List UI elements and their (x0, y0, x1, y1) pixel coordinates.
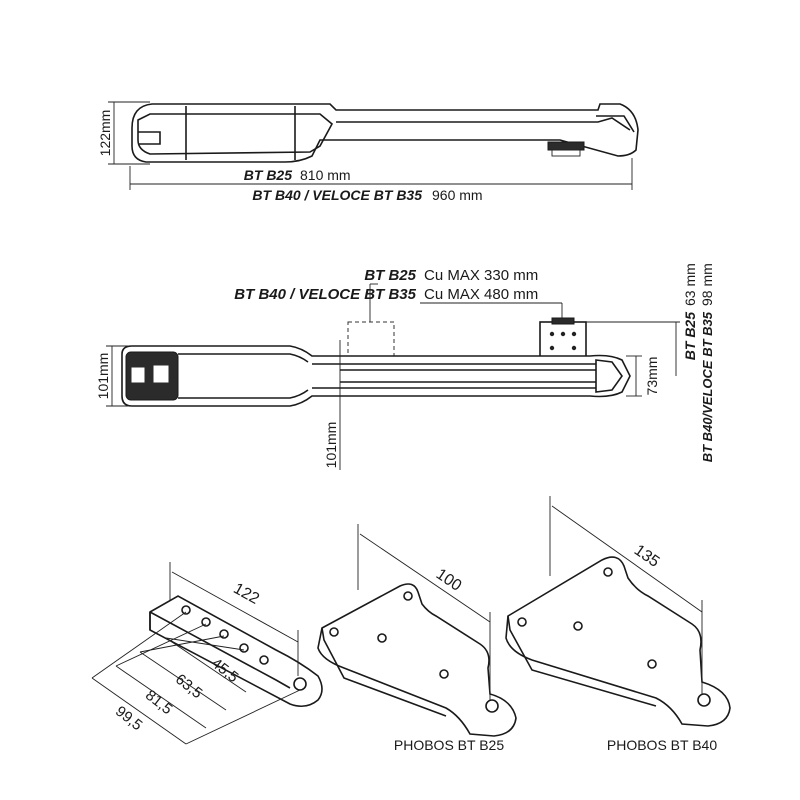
front-bracket-top-edge (149, 611, 291, 689)
rear-b25-hole-1 (329, 627, 339, 637)
top-bracket-solid (539, 321, 587, 359)
front-dim-2-line (115, 665, 207, 729)
front-bracket-length: 122 (230, 580, 262, 608)
front-dim-3-line (139, 651, 227, 711)
front-dim-3: 63,5 (172, 671, 205, 702)
rear-b40-caption: PHOBOS BT B40 (607, 737, 717, 753)
rear-b40-plate (505, 556, 731, 727)
top-view-housing-top (178, 353, 309, 363)
rear-b40-dimension: 135 (631, 542, 663, 571)
front-bracket-hole-3 (219, 629, 229, 639)
side-view-bracket-base (551, 149, 581, 157)
rear-b25-hole-4 (439, 669, 449, 679)
top-view-motor-cap (125, 351, 179, 401)
front-dim-2: 81,5 (142, 687, 175, 718)
top-bracket-hole-4 (549, 345, 555, 351)
side-b25-model: BT B25 (244, 167, 292, 183)
rear-b40-pivot-hole (697, 693, 711, 707)
top-view-housing-bottom (178, 389, 309, 399)
top-view-rod-tip (595, 359, 623, 393)
rear-b40-hole-2 (603, 567, 613, 577)
front-dim-4-line (165, 637, 247, 693)
top-bracket-clamp (551, 317, 575, 325)
front-bracket-plate (149, 595, 323, 708)
front-bracket-hole-1 (181, 605, 191, 615)
top-b25-travel: Cu MAX 330 mm (424, 267, 538, 284)
top-offset-b25-model: BT B25 (682, 312, 698, 360)
rear-bracket-b25: 100 PHOBOS BT B25 (317, 524, 517, 753)
front-bracket-length-line (171, 571, 299, 643)
rear-b40-dim-line (551, 505, 703, 613)
top-offset-b40-value: 98 mm (699, 263, 715, 306)
front-bracket-hole-4 (239, 643, 249, 653)
front-bracket-hole-5 (259, 655, 269, 665)
side-view-bracket (547, 141, 585, 151)
top-b40-travel: Cu MAX 480 mm (424, 286, 538, 303)
top-bracket-hole-1 (549, 331, 555, 337)
top-bracket-hole-2 (560, 331, 566, 337)
rear-bracket-b40: 135 PHOBOS BT B40 (505, 496, 731, 753)
top-view-actuator-body (121, 345, 631, 407)
front-bracket: 122 99,5 81,5 63,5 45,5 (91, 562, 323, 745)
side-view-tip (596, 115, 635, 133)
rear-b25-pivot-hole (485, 699, 499, 713)
top-bottom-height: 101mm (323, 422, 339, 469)
front-dim-1: 99,5 (112, 703, 145, 734)
rear-b25-dim-line (359, 533, 491, 623)
front-dim-ext-1 (91, 611, 187, 679)
rear-b25-hole-2 (403, 591, 413, 601)
front-bracket-hole-2 (201, 617, 211, 627)
top-right-height: 73mm (644, 357, 660, 396)
top-offset-b25-value: 63 mm (682, 263, 698, 306)
rear-b25-hole-3 (377, 633, 387, 643)
top-b25-model: BT B25 (364, 267, 416, 284)
top-bracket-hole-5 (571, 345, 577, 351)
front-dim-1-line (91, 677, 187, 745)
rear-b40-hole-3 (573, 621, 583, 631)
side-b40-model: BT B40 / VELOCE BT B35 (252, 187, 422, 203)
top-bracket-dashed (347, 321, 395, 359)
front-dim-ext-pivot (185, 689, 301, 745)
side-view-cap (138, 131, 161, 145)
side-b25-length: 810 mm (300, 167, 351, 183)
rear-b25-dimension: 100 (433, 566, 465, 595)
top-offset-b40-model: BT B40/VELOCE BT B35 (700, 311, 715, 462)
side-height-label: 122mm (97, 110, 113, 157)
top-view: BT B25 Cu MAX 330 mm BT B40 / VELOCE BT … (95, 263, 715, 470)
top-view-connector-2 (153, 365, 169, 383)
front-dim-ext-4 (165, 637, 245, 651)
side-b40-length: 960 mm (432, 187, 483, 203)
side-view-rail (336, 117, 631, 131)
front-dim-ext-3 (139, 635, 225, 653)
top-b40-model: BT B40 / VELOCE BT B35 (234, 286, 416, 303)
top-bracket-hole-3 (571, 331, 577, 337)
top-left-height: 101mm (95, 353, 111, 400)
rear-b25-plate (317, 583, 517, 737)
rear-b40-hole-4 (647, 659, 657, 669)
side-view-motor-housing (137, 113, 334, 155)
front-dim-ext-2 (115, 623, 207, 667)
rear-b40-thickness (507, 615, 657, 707)
rear-b25-caption: PHOBOS BT B25 (394, 737, 504, 753)
rear-b25-thickness (321, 627, 447, 717)
side-view-actuator-body (131, 103, 639, 163)
side-view: 122mm BT B25 810 mm BT B40 / VELOCE BT B… (97, 101, 639, 203)
rear-b40-hole-1 (517, 617, 527, 627)
top-view-connector-1 (131, 367, 145, 383)
